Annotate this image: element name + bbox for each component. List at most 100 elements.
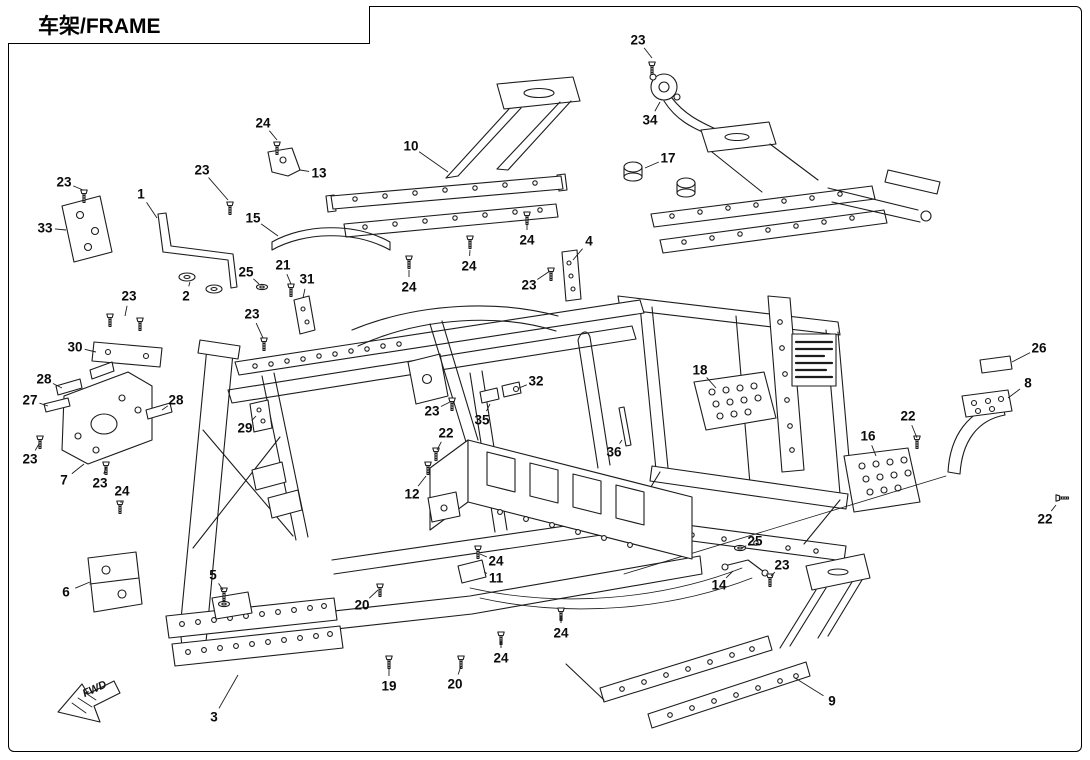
callout-leader-22 <box>436 441 442 451</box>
callout-leader-13 <box>299 169 310 172</box>
callout-leader-17 <box>644 161 660 169</box>
callout-30: 30 <box>67 340 82 355</box>
callout-1: 1 <box>137 187 145 202</box>
callout-5: 5 <box>209 568 217 583</box>
callout-32: 32 <box>528 374 543 389</box>
callout-leader-24 <box>479 553 488 558</box>
callout-23: 23 <box>92 476 108 491</box>
callout-leader-23 <box>770 571 776 577</box>
callout-leader-23 <box>537 270 551 280</box>
callout-leader-34 <box>654 101 661 112</box>
callout-12: 12 <box>404 487 419 502</box>
callout-leader-10 <box>418 151 449 173</box>
callout-24: 24 <box>519 233 535 248</box>
callout-18: 18 <box>692 363 708 378</box>
callout-28: 28 <box>36 372 52 387</box>
callout-leader-23 <box>643 47 653 59</box>
fastener-bolts <box>36 61 1070 670</box>
callout-leader-6 <box>75 581 91 589</box>
callout-24: 24 <box>401 280 417 295</box>
callout-leader-28 <box>52 383 63 389</box>
callout-23: 23 <box>121 289 137 304</box>
callout-leader-22 <box>911 425 918 439</box>
callout-leader-5 <box>218 583 224 591</box>
callout-34: 34 <box>642 113 658 128</box>
callout-10: 10 <box>403 139 418 154</box>
callout-leader-23 <box>208 177 229 201</box>
callout-9: 9 <box>828 694 836 709</box>
frame-art: FWD <box>36 61 1070 729</box>
callout-24: 24 <box>488 554 504 569</box>
callout-leader-23 <box>124 305 128 317</box>
title-box: 车架/FRAME <box>8 6 370 44</box>
callout-6: 6 <box>62 585 70 600</box>
callout-23: 23 <box>424 404 440 419</box>
callout-leader-23 <box>34 443 40 451</box>
callout-27: 27 <box>22 393 37 408</box>
callout-leader-26 <box>1011 352 1031 363</box>
callout-25: 25 <box>238 265 254 280</box>
callout-24: 24 <box>493 651 509 666</box>
callout-33: 33 <box>37 221 53 236</box>
callout-leader-31 <box>302 288 306 299</box>
callout-24: 24 <box>553 626 569 641</box>
callout-23: 23 <box>630 33 646 48</box>
page-title: 车架/FRAME <box>38 14 161 38</box>
callout-leader-23 <box>255 322 264 339</box>
callout-leader-11 <box>483 571 488 574</box>
callout-35: 35 <box>474 413 490 428</box>
callout-leader-23 <box>73 185 84 191</box>
callout-leader-18 <box>706 377 717 389</box>
callout-leader-3 <box>218 674 239 709</box>
callout-leader-33 <box>54 228 67 231</box>
callout-23: 23 <box>194 163 210 178</box>
callout-36: 36 <box>606 445 622 460</box>
callout-23: 23 <box>774 558 790 573</box>
callout-leader-25 <box>741 545 747 549</box>
callout-23: 23 <box>244 307 260 322</box>
callout-leader-15 <box>260 223 279 237</box>
callout-22: 22 <box>438 426 453 441</box>
callout-20: 20 <box>354 598 369 613</box>
callout-7: 7 <box>60 473 68 488</box>
callout-leader-23 <box>440 401 451 407</box>
callout-23: 23 <box>56 175 72 190</box>
callout-16: 16 <box>860 429 876 444</box>
callout-leader-22 <box>1050 504 1057 512</box>
callout-leader-32 <box>518 384 527 389</box>
callout-24: 24 <box>255 116 271 131</box>
callout-22: 22 <box>1037 512 1052 527</box>
callout-29: 29 <box>237 421 252 436</box>
callout-23: 23 <box>521 278 537 293</box>
callout-leader-9 <box>794 677 824 697</box>
callout-leader-23 <box>103 467 107 474</box>
callout-8: 8 <box>1024 376 1032 391</box>
callout-19: 19 <box>381 679 396 694</box>
callout-leader-20 <box>368 589 379 599</box>
callout-leader-8 <box>1007 388 1021 399</box>
callout-21: 21 <box>275 258 291 273</box>
callout-leader-14 <box>725 570 734 579</box>
callout-2: 2 <box>182 289 190 304</box>
callout-leader-20 <box>457 665 462 675</box>
callout-14: 14 <box>711 578 727 593</box>
callout-4: 4 <box>585 234 593 249</box>
callout-leader-29 <box>251 415 257 421</box>
callout-3: 3 <box>210 710 218 725</box>
callout-leader-28 <box>161 405 169 411</box>
callout-17: 17 <box>660 151 675 166</box>
callout-31: 31 <box>299 272 315 287</box>
callout-22: 22 <box>900 409 915 424</box>
callout-leader-35 <box>486 403 491 412</box>
callout-20: 20 <box>447 677 462 692</box>
callout-leader-30 <box>84 348 97 353</box>
callout-leader-12 <box>417 475 427 487</box>
fwd-arrow: FWD <box>57 679 121 723</box>
callout-11: 11 <box>489 571 504 586</box>
callout-leader-25 <box>253 278 260 285</box>
callout-leader-16 <box>871 445 877 457</box>
callout-leader-21 <box>286 274 292 285</box>
callout-24: 24 <box>114 484 130 499</box>
